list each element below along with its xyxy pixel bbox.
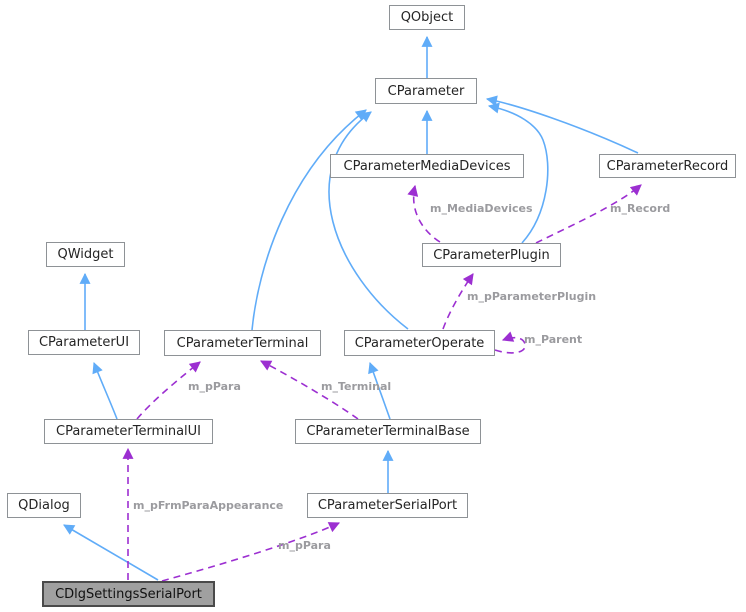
node-qwidget[interactable]: QWidget: [46, 242, 125, 267]
edge-operate-plugin-usage: [442, 273, 474, 330]
edge-operate-self-usage: [494, 331, 526, 354]
edge-label-m-mediadevices: m_MediaDevices: [430, 202, 533, 215]
node-cdlgsettingsserialport-main[interactable]: CDlgSettingsSerialPort: [42, 581, 215, 607]
node-qobject[interactable]: QObject: [389, 5, 465, 30]
edge-label-m-parent: m_Parent: [524, 333, 583, 346]
edge-label-m-pfrmparaappearance: m_pFrmParaAppearance: [133, 499, 284, 512]
edge-terminalbase-operate: [368, 361, 391, 420]
edge-dlgsettings-qdialog: [63, 524, 159, 581]
node-cparameterplugin[interactable]: CParameterPlugin: [422, 243, 561, 267]
node-cparameterterminalbase[interactable]: CParameterTerminalBase: [295, 419, 481, 444]
edge-label-m-ppara-upper: m_pPara: [188, 380, 241, 393]
edge-terminalui-terminal-usage: [136, 361, 201, 420]
node-cparameter[interactable]: CParameter: [375, 78, 477, 104]
edge-label-m-ppara-lower: m_pPara: [278, 539, 331, 552]
node-cparameterserialport[interactable]: CParameterSerialPort: [307, 493, 468, 518]
node-qdialog[interactable]: QDialog: [7, 493, 81, 518]
node-cparameterterminalui[interactable]: CParameterTerminalUI: [44, 419, 213, 444]
edge-plugin-cparameter: [487, 102, 549, 244]
edge-plugin-record-usage: [535, 184, 642, 244]
edge-terminal-cparameter: [251, 109, 367, 331]
node-cparameterterminal[interactable]: CParameterTerminal: [164, 330, 321, 356]
edge-label-m-terminal: m_Terminal: [321, 380, 392, 393]
edge-label-m-record: m_Record: [610, 202, 671, 215]
edge-operate-cparameter: [328, 111, 409, 330]
node-cparameteroperate[interactable]: CParameterOperate: [344, 330, 495, 356]
node-cparameterui[interactable]: CParameterUI: [28, 330, 140, 355]
edge-plugin-mediadevices-usage: [407, 184, 441, 243]
edge-record-cparameter: [485, 95, 639, 154]
edge-label-m-pparameterplugin: m_pParameterPlugin: [467, 290, 597, 303]
edge-terminalui-cparameterui: [92, 361, 118, 420]
edge-dlgsettings-serialport-usage: [161, 522, 340, 582]
node-cparameterrecord[interactable]: CParameterRecord: [599, 154, 736, 178]
node-cparametermediadevices[interactable]: CParameterMediaDevices: [330, 154, 524, 178]
